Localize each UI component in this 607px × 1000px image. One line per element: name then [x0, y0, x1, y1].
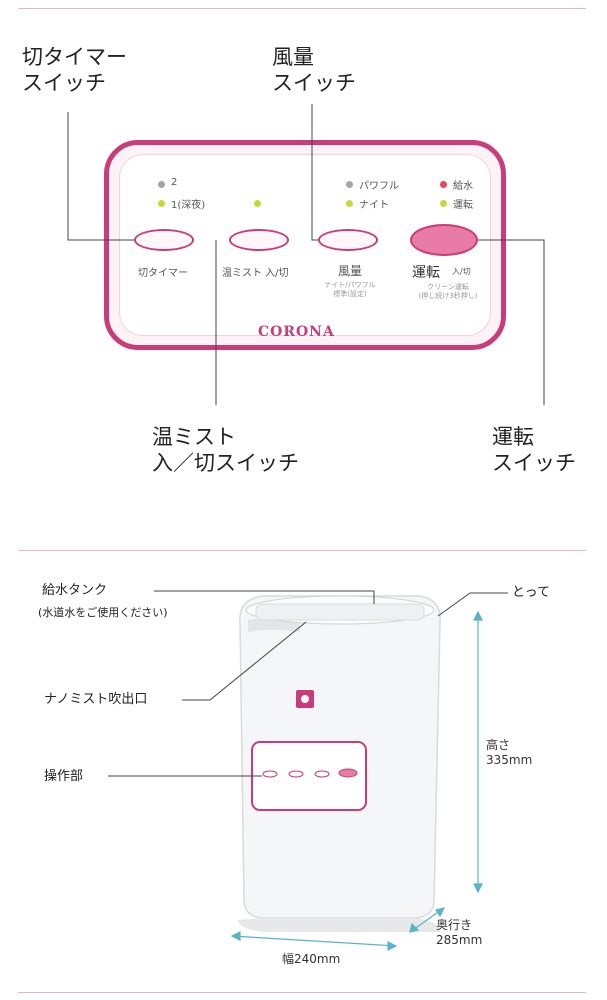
indicator-light — [158, 200, 165, 207]
arrowhead — [409, 922, 420, 933]
run-button-label: 運転 — [412, 265, 440, 281]
width-dimension-line — [231, 935, 397, 947]
callout-timer-switch: 切タイマー スイッチ — [22, 45, 127, 95]
timer-button[interactable] — [134, 229, 194, 251]
indicator-light — [346, 200, 353, 207]
brand-badge-mark — [301, 695, 309, 703]
arrowhead — [473, 883, 483, 894]
bottom-divider — [18, 992, 586, 993]
callout-fan-switch: 風量 スイッチ — [272, 45, 356, 95]
width-label: 幅240mm — [282, 952, 341, 966]
callout-water-tank-note: (水道水をご使用ください) — [38, 606, 168, 619]
fan-button[interactable] — [318, 229, 378, 251]
callout-handle: とって — [512, 585, 550, 600]
callout-control-section: 操作部 — [44, 769, 84, 784]
timer-indicator-label: 2 — [171, 177, 178, 188]
product-leader-lines — [108, 590, 508, 777]
fan-indicator-label: パワフル — [359, 181, 399, 192]
brand-logo: CORONA — [258, 324, 335, 340]
status-indicator-label: 給水 — [453, 181, 473, 192]
indicator-light — [346, 181, 353, 188]
warm-mist-indicator-light — [254, 200, 261, 207]
callout-mist-outlet: ナノミスト吹出口 — [44, 692, 148, 707]
leader-line — [67, 112, 134, 241]
run-button[interactable] — [410, 224, 478, 256]
run-button-sublabel: クリーン運転 (押し続け3秒押し) — [418, 283, 478, 300]
arrowhead — [473, 610, 483, 621]
arrowhead — [435, 907, 446, 918]
indicator-light — [158, 181, 165, 188]
top-divider — [18, 8, 586, 9]
run-button-suffix: 入/切 — [452, 267, 471, 276]
mini-buttons — [262, 768, 358, 778]
fan-button-label: 風量 — [338, 264, 363, 278]
warm-mist-button[interactable] — [229, 229, 289, 251]
panel-leader-lines — [67, 104, 545, 405]
warm-mist-button-label: 温ミスト 入/切 — [222, 268, 289, 279]
timer-button-label: 切タイマー — [138, 268, 188, 279]
callout-water-tank: 給水タンク — [42, 583, 108, 598]
indicator-light — [440, 200, 447, 207]
status-indicator-label: 運転 — [453, 200, 473, 211]
arrowhead — [387, 941, 398, 951]
callout-run-switch: 運転 スイッチ — [492, 425, 576, 475]
leader-line — [311, 104, 318, 241]
timer-indicator-label: 1(深夜) — [171, 200, 206, 211]
indicator-light — [440, 181, 447, 188]
arrowhead — [230, 931, 241, 941]
height-label: 高さ 335mm — [486, 738, 533, 767]
fan-button-sublabel: ナイト/パワフル 標準(設定) — [324, 281, 376, 298]
fan-indicator-label: ナイト — [359, 200, 389, 211]
middle-divider — [18, 550, 586, 551]
humidifier-illustration — [108, 590, 508, 951]
leader-line — [478, 239, 545, 405]
depth-label: 奥行き 285mm — [436, 918, 483, 947]
callout-warm-mist-switch: 温ミスト 入／切スイッチ — [152, 425, 299, 475]
